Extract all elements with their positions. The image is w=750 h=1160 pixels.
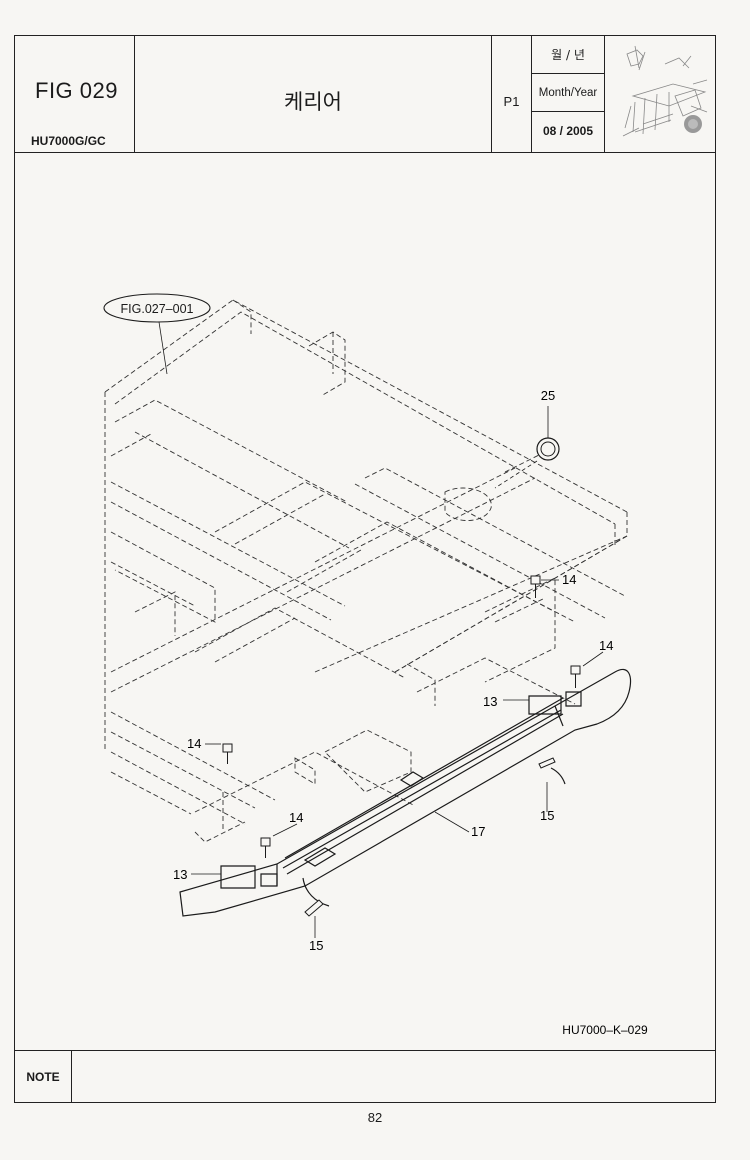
frame-phantom-lines: [104, 299, 628, 843]
o-ring-icon: [536, 437, 560, 461]
machine-thumbnail-icon: [622, 45, 708, 137]
fig-number: FIG 029: [35, 78, 118, 103]
callout-14: 14: [599, 638, 613, 653]
bolt-icon: [260, 837, 271, 847]
reference-callout: FIG.027–001: [121, 302, 194, 316]
title-block: FIG 029 HU7000G/GC 케리어 P1 월 / 년 Month/Ye…: [15, 36, 715, 153]
page-title: 케리어: [284, 90, 342, 114]
page-frame: FIG 029 HU7000G/GC 케리어 P1 월 / 년 Month/Ye…: [14, 35, 716, 1103]
date-value: 08 / 2005: [542, 124, 594, 138]
page-index: P1: [503, 94, 520, 109]
reference-callout-ellipse: [103, 293, 211, 323]
callout-14: 14: [562, 572, 576, 587]
page-cell: P1: [492, 36, 532, 152]
thumbnail-cell: [605, 36, 715, 152]
pin-icon: [538, 757, 556, 769]
callout-25: 25: [541, 388, 555, 403]
page-number: 82: [367, 1110, 383, 1125]
callout-13: 13: [173, 867, 187, 882]
model-name: HU7000G/GC: [31, 134, 106, 148]
carrier-rail: [179, 668, 632, 917]
bolt-icon: [570, 665, 581, 675]
date-cell: 월 / 년 Month/Year 08 / 2005: [532, 36, 605, 152]
note-row: NOTE: [15, 1050, 715, 1103]
exploded-parts-drawing: FIG.027–001 25 14 14 13 17 15 14 14 13 1…: [15, 152, 715, 1050]
note-label: NOTE: [15, 1051, 72, 1103]
date-label-english: Month/Year: [532, 74, 604, 112]
bolts: [222, 575, 581, 917]
drawing-code: HU7000–K–029: [562, 1023, 648, 1037]
fig-cell: FIG 029 HU7000G/GC: [15, 36, 135, 152]
bolt-icon: [530, 575, 541, 585]
callout-17: 17: [471, 824, 485, 839]
carrier-assembly-diagram: FIG.027–001 25 14 14 13 17 15 14 14 13 1…: [103, 293, 648, 1037]
leader-lines: [158, 321, 604, 938]
callout-13: 13: [483, 694, 497, 709]
callout-14: 14: [187, 736, 201, 751]
title-cell: 케리어: [135, 36, 492, 152]
callout-15: 15: [309, 938, 323, 953]
bolt-icon: [222, 743, 233, 753]
callout-14: 14: [289, 810, 303, 825]
pin-icon: [304, 899, 324, 917]
date-label-korean: 월 / 년: [532, 36, 604, 74]
callout-15: 15: [540, 808, 554, 823]
